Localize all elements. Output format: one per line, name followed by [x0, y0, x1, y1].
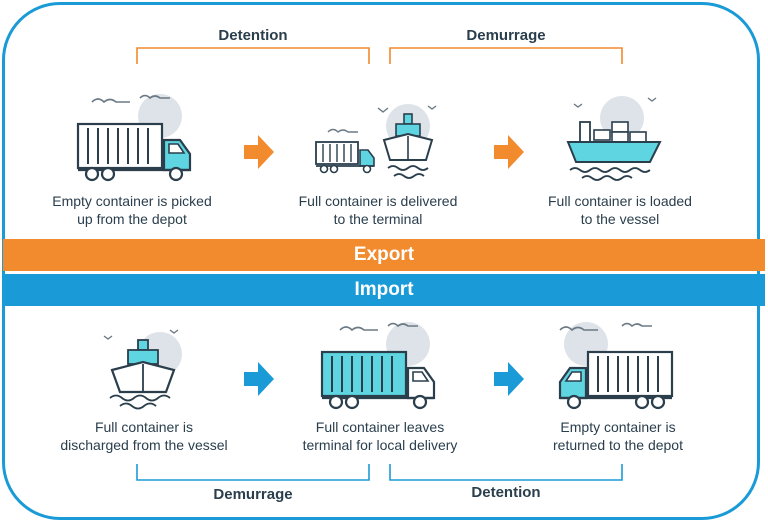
caption-line: returned to the depot	[553, 437, 683, 453]
export-band: Export	[3, 239, 765, 271]
empty-truck-icon	[558, 322, 674, 410]
demurrage-bracket-top	[389, 47, 623, 64]
caption-line: Full container is	[94, 419, 194, 435]
import-step-3-caption: Empty container is returned to the depot	[508, 418, 728, 454]
demurrage-bracket-bottom	[136, 464, 370, 481]
caption-line: to the vessel	[580, 211, 660, 227]
truck-and-ship-icon	[315, 104, 437, 179]
caption-line: Empty container is picked	[52, 193, 212, 209]
detention-label-top: Detention	[218, 27, 288, 44]
container-ship-icon	[566, 96, 662, 181]
caption-line: to the terminal	[333, 211, 423, 227]
caption-line: Full container is delivered	[298, 193, 458, 209]
empty-truck-icon	[76, 94, 192, 182]
demurrage-label-bottom: Demurrage	[213, 486, 293, 503]
caption-line: discharged from the vessel	[60, 437, 228, 453]
export-step-2-caption: Full container is delivered to the termi…	[268, 192, 488, 228]
export-step-3-caption: Full container is loaded to the vessel	[510, 192, 730, 228]
detention-bracket-bottom	[389, 464, 623, 481]
arrow-right-icon	[494, 135, 524, 169]
ship-icon	[103, 329, 182, 410]
caption-line: Full container leaves	[315, 419, 445, 435]
import-step-1-caption: Full container is discharged from the ve…	[34, 418, 254, 454]
detention-bracket-top	[136, 47, 370, 64]
arrow-right-icon	[494, 362, 524, 396]
export-step-1-caption: Empty container is picked up from the de…	[22, 192, 242, 228]
import-step-2-caption: Full container leaves terminal for local…	[270, 418, 490, 454]
detention-label-bottom: Detention	[471, 484, 541, 501]
caption-line: Empty container is	[560, 419, 676, 435]
demurrage-label-top: Demurrage	[466, 27, 546, 44]
arrow-right-icon	[244, 362, 274, 396]
import-band: Import	[3, 274, 765, 306]
full-truck-icon	[320, 322, 436, 410]
caption-line: terminal for local delivery	[302, 437, 458, 453]
arrow-right-icon	[244, 135, 274, 169]
caption-line: Full container is loaded	[548, 193, 692, 209]
caption-line: up from the depot	[77, 211, 187, 227]
